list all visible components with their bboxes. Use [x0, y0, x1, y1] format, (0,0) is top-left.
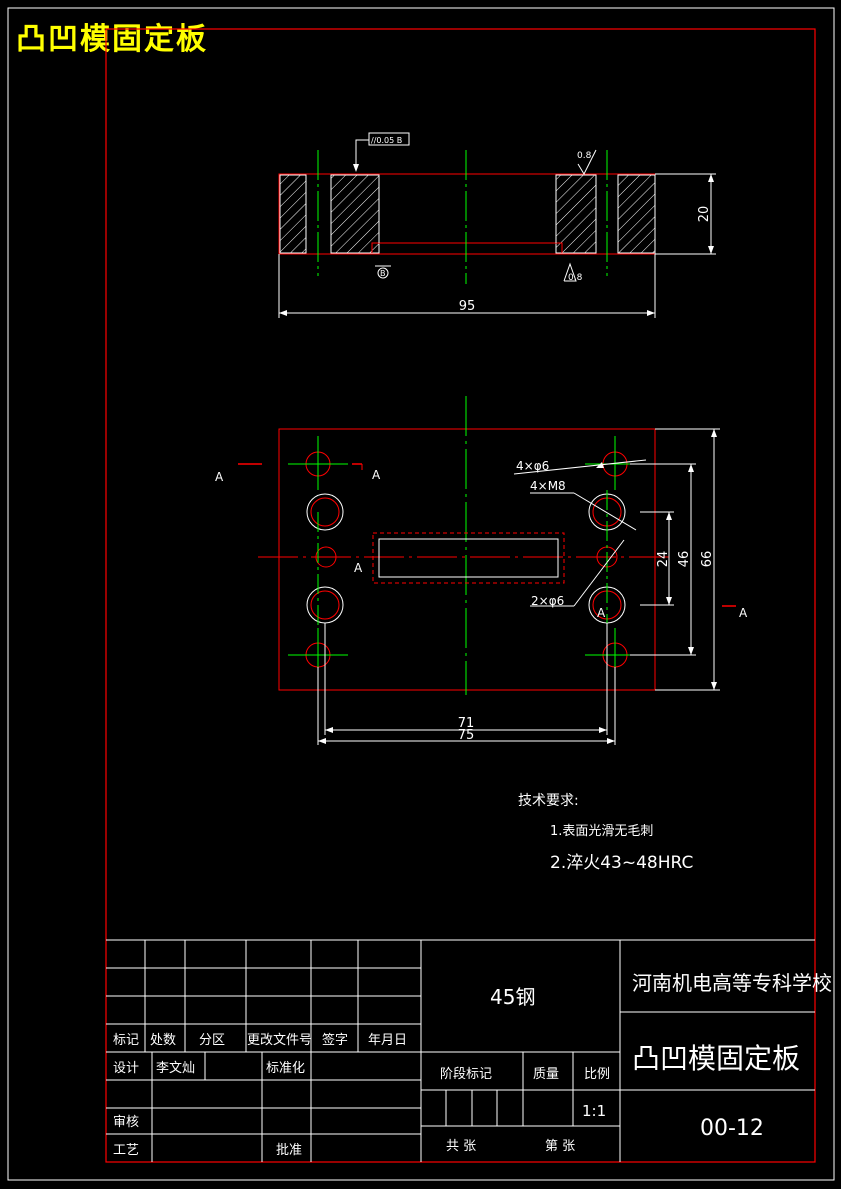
drawing-number: 00-12 — [700, 1116, 764, 1141]
tech-item-2: 2.淬火43~48HRC — [550, 853, 693, 873]
dim-66: 66 — [700, 551, 715, 568]
col-mark: 标记 — [113, 1033, 139, 1048]
mass-label: 质量 — [533, 1067, 559, 1082]
outer-frame — [7, 7, 835, 1181]
section-label-a: A — [354, 561, 363, 575]
datum-label: B — [380, 269, 386, 278]
tech-heading: 技术要求: — [518, 793, 579, 809]
design-label: 设计 — [113, 1061, 139, 1076]
section-label-a: A — [739, 606, 748, 620]
roughness-top: 0.8 — [577, 151, 592, 161]
dim-width: 95 — [459, 299, 476, 314]
section-view: //0.05 B 0.8 0.8 B 20 95 — [278, 132, 716, 318]
roughness-bottom: 0.8 — [568, 273, 583, 283]
title-block-text: 标记 处数 分区 更改文件号 签字 年月日 设计 李文灿 标准化 审核 工艺 批… — [113, 971, 832, 1158]
datum-symbol — [377, 267, 389, 279]
approve-label: 批准 — [276, 1143, 302, 1158]
col-date: 年月日 — [368, 1033, 407, 1048]
plate-outline — [278, 428, 656, 691]
standardize-label: 标准化 — [266, 1061, 305, 1076]
hatch-right-inner — [555, 174, 597, 254]
sheet-number: 第 张 — [545, 1139, 575, 1154]
dim-24: 24 — [656, 551, 671, 568]
designer-name: 李文灿 — [156, 1061, 195, 1076]
review-label: 审核 — [113, 1115, 139, 1130]
dim-46: 46 — [677, 551, 692, 568]
col-doc: 更改文件号 — [247, 1033, 312, 1048]
dim-75: 75 — [458, 728, 475, 743]
scale-label: 比例 — [584, 1067, 610, 1082]
school-name: 河南机电高等专科学校 — [632, 971, 832, 995]
roughness-symbol — [577, 149, 597, 176]
col-sign: 签字 — [322, 1032, 348, 1048]
flatness-leader — [355, 139, 369, 170]
scale-value: 1:1 — [582, 1102, 606, 1120]
page-title: 凸凹模固定板 — [16, 22, 208, 57]
dim-height: 20 — [697, 206, 712, 223]
plan-view: A A A A A 4×φ6 4×M8 2×φ6 24 46 66 — [215, 396, 748, 745]
hatch-right-outer — [617, 174, 656, 254]
col-zone: 分区 — [199, 1033, 225, 1048]
title-block — [106, 939, 815, 1162]
tech-item-1: 1.表面光滑无毛刺 — [550, 824, 653, 839]
section-label-a: A — [597, 606, 606, 620]
slot-inner — [378, 538, 559, 578]
roughness-symbol — [563, 262, 577, 282]
section-label-a: A — [372, 468, 381, 482]
flatness-frame — [368, 132, 410, 146]
screw-hole-thread — [310, 590, 340, 620]
screw-hole — [306, 586, 344, 624]
screw-hole-thread — [310, 497, 340, 527]
tech-requirements: 技术要求: 1.表面光滑无毛刺 2.淬火43~48HRC — [518, 793, 693, 873]
col-count: 处数 — [150, 1033, 176, 1048]
section-label-a: A — [215, 470, 224, 484]
screw-hole — [306, 493, 344, 531]
dim-71: 71 — [458, 716, 475, 731]
inner-frame — [105, 28, 816, 1163]
flatness-note: //0.05 B — [371, 136, 402, 145]
total-sheets: 共 张 — [446, 1139, 476, 1154]
stage-mark-label: 阶段标记 — [440, 1067, 492, 1082]
hole-note: 2×φ6 — [531, 594, 564, 608]
hole-note: 4×M8 — [530, 479, 566, 493]
recess-step — [371, 242, 563, 253]
part-name: 凸凹模固定板 — [632, 1042, 800, 1075]
hatch-left-inner — [330, 174, 380, 254]
process-label: 工艺 — [113, 1143, 139, 1158]
slot-outer — [372, 532, 565, 584]
hole-note: 4×φ6 — [516, 459, 549, 473]
material: 45钢 — [490, 985, 535, 1009]
hatch-left-outer — [279, 174, 307, 254]
pin-hole — [315, 546, 337, 568]
